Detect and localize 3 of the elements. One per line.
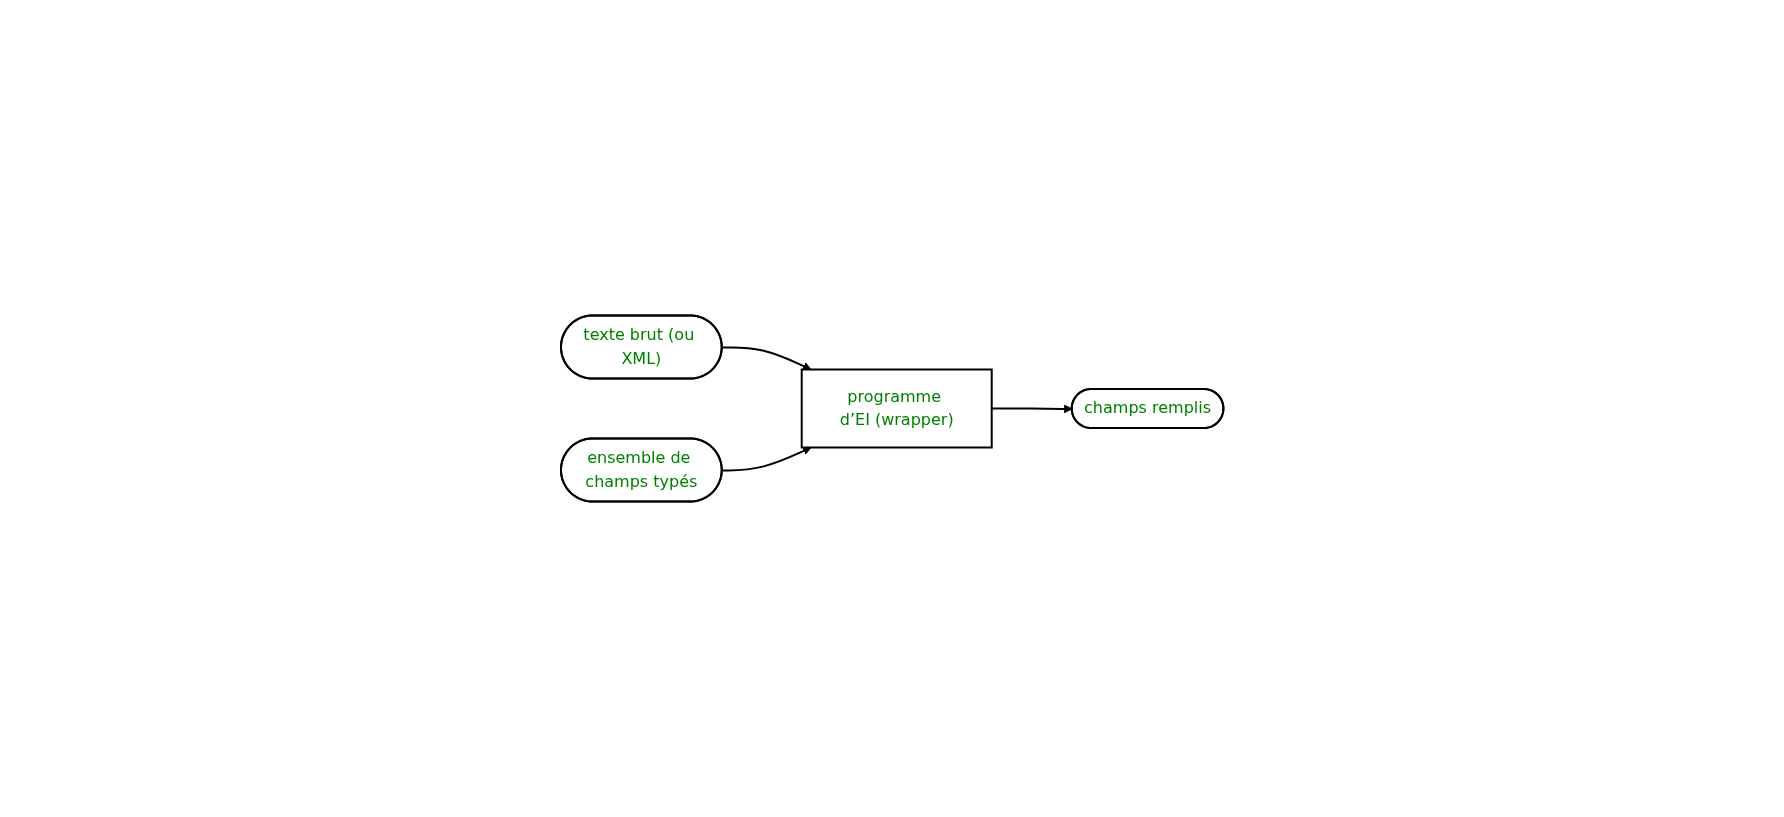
arrow xyxy=(721,346,812,371)
node-box: programme d’EI (wrapper) xyxy=(800,368,993,449)
arrow xyxy=(721,446,812,472)
